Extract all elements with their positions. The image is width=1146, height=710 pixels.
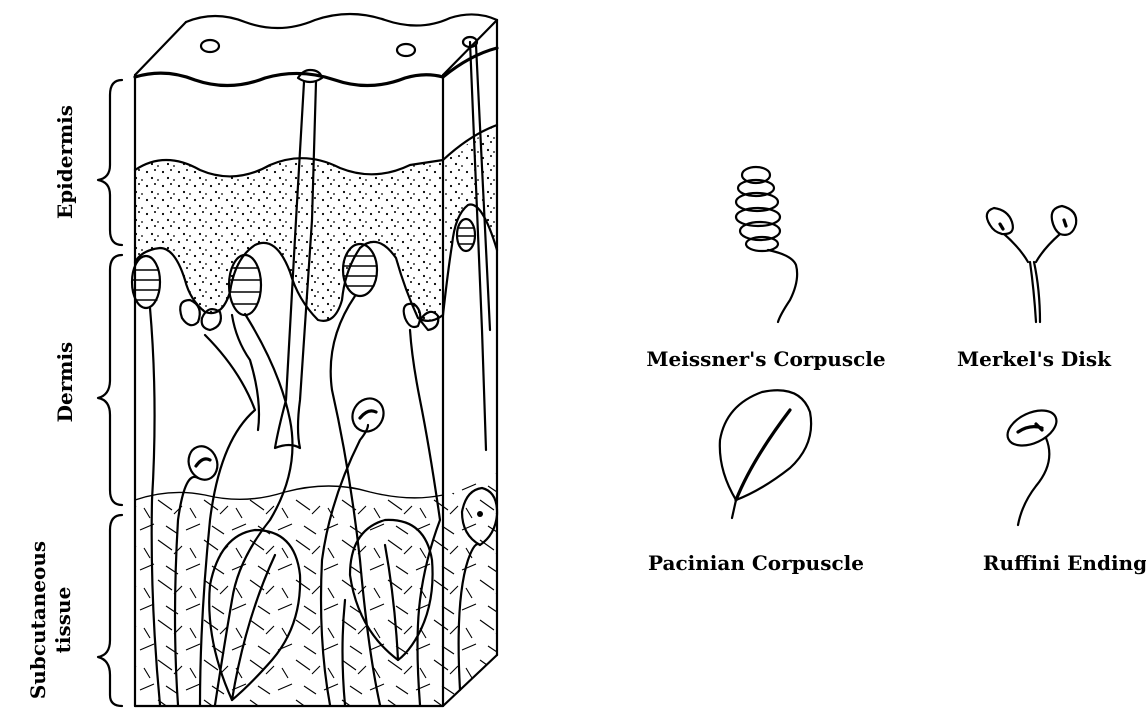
ruffini-ending-detail [1002, 403, 1062, 525]
side-stipple [443, 125, 497, 260]
epidermis-label: Epidermis [53, 105, 77, 219]
merkel-disk-1 [180, 300, 200, 325]
epidermis-brace [98, 80, 122, 245]
merkel-label: Merkel's Disk [957, 347, 1112, 371]
meissner-corpuscle-detail [736, 167, 797, 322]
epidermis-stipple [135, 158, 443, 321]
block-top-back [186, 14, 497, 28]
subcutaneous-label: Subcutaneous [26, 541, 50, 699]
pacinian-label: Pacinian Corpuscle [648, 551, 864, 575]
dermis-brace [98, 255, 122, 505]
merkel-disk-detail [987, 206, 1076, 322]
dermis-label: Dermis [53, 342, 77, 423]
meissner-corpuscle-2 [229, 255, 261, 315]
tissue-label: tissue [51, 587, 75, 654]
pore-2 [397, 44, 415, 56]
subcutaneous-brace [98, 515, 122, 706]
skin-cross-section [132, 14, 497, 706]
block-top-left [135, 22, 186, 75]
meissner-corpuscle-1 [132, 256, 160, 308]
meissner-corpuscle-side [457, 219, 475, 251]
pacinian-corpuscle-detail [720, 390, 811, 518]
ruffini-ending-1 [184, 442, 222, 484]
ruffini-ending-2 [347, 393, 390, 437]
layer-braces [98, 80, 122, 706]
meissner-label: Meissner's Corpuscle [646, 347, 885, 371]
subcutaneous-hatch [135, 498, 443, 706]
subcutaneous-side-hatch [443, 470, 497, 706]
pore-1 [201, 40, 219, 52]
ruffini-label: Ruffini Ending [983, 551, 1146, 575]
skin-surface-front [135, 73, 443, 85]
